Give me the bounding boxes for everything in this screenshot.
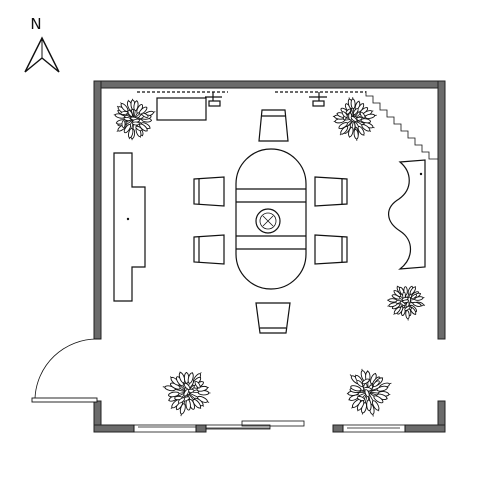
plant-icon bbox=[346, 368, 392, 417]
chair-west-bottom bbox=[193, 234, 225, 265]
wall-south-mid bbox=[332, 424, 344, 433]
plant-icon bbox=[113, 98, 156, 141]
stairs bbox=[365, 91, 438, 160]
plant-icon bbox=[332, 97, 377, 141]
wall-east bbox=[437, 80, 446, 340]
plant-icon bbox=[162, 371, 211, 417]
north-label: N bbox=[30, 15, 41, 33]
sideboard bbox=[113, 152, 146, 302]
chair-north bbox=[258, 109, 289, 142]
door-west bbox=[31, 338, 101, 403]
plant-icon bbox=[386, 285, 426, 321]
wall-south-center bbox=[195, 424, 207, 433]
wall-south-left bbox=[93, 424, 135, 433]
chair-east-bottom bbox=[314, 234, 348, 265]
dining-table bbox=[235, 148, 307, 290]
walls bbox=[93, 80, 446, 433]
lamp-icon bbox=[309, 92, 327, 107]
chair-south bbox=[255, 302, 291, 334]
chair-east-top bbox=[314, 176, 348, 207]
plants bbox=[113, 97, 426, 417]
wall-north bbox=[93, 80, 446, 89]
chair-west-top bbox=[193, 176, 225, 207]
north-arrow: N bbox=[24, 15, 60, 73]
wall-west-upper bbox=[93, 80, 102, 340]
wall-south-right bbox=[404, 424, 446, 433]
centerpiece-icon bbox=[255, 208, 281, 234]
console-table bbox=[137, 91, 366, 121]
sofa bbox=[388, 159, 426, 270]
window-south-left bbox=[133, 420, 305, 433]
window-south-right bbox=[342, 424, 406, 433]
lamp-icon bbox=[205, 92, 222, 107]
